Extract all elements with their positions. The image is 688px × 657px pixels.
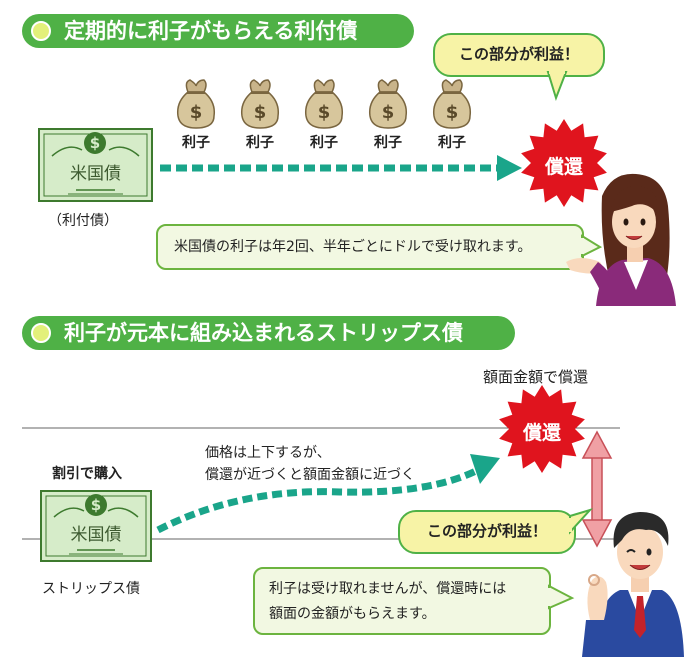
starburst-shape (521, 119, 607, 207)
explanation-1: 米国債の利子は年2回、半年ごとにドルで受け取れます。 (156, 224, 584, 270)
svg-text:$: $ (382, 102, 395, 123)
timeline-arrow-1 (160, 155, 522, 181)
bond-certificate-1: $ 米国債 (38, 128, 153, 202)
money-bag-icon: $ (430, 78, 474, 130)
svg-text:$: $ (318, 102, 331, 123)
price-note-line2: 償還が近づくと額面金額に近づく (205, 467, 415, 483)
redemption-burst-2 (499, 385, 585, 473)
coupon-label: 利子 (182, 135, 210, 151)
section1-title-text: 定期的に利子がもらえる利付債 (64, 19, 358, 43)
bullet-icon (31, 323, 51, 343)
man-ok-illustration (582, 512, 684, 657)
bond-2-caption: ストリップス債 (42, 581, 140, 597)
coupon-label: 利子 (310, 135, 338, 151)
starburst-shape (499, 385, 585, 473)
explanation-2-line1: 利子は受け取れませんが、償還時には (269, 581, 507, 597)
explanation-2-line2: 額面の金額がもらえます。 (269, 606, 436, 622)
explanation-1-text: 米国債の利子は年2回、半年ごとにドルで受け取れます。 (174, 239, 532, 255)
profit-gap-arrow (581, 430, 613, 548)
dollar-icon: $ (84, 132, 106, 154)
section2-title: 利子が元本に組み込まれるストリップス債 (22, 316, 515, 350)
redemption-burst-1 (521, 119, 607, 207)
money-bag-icon: $ (366, 78, 410, 130)
profit-callout-2-tail (566, 508, 594, 535)
svg-text:$: $ (190, 102, 203, 123)
section1-title: 定期的に利子がもらえる利付債 (22, 14, 414, 48)
profit-callout-2-text: この部分が利益！ (426, 522, 547, 540)
profit-callout-1-tail (546, 69, 568, 102)
redemption-2-label: 償還 (522, 422, 561, 444)
purchase-label: 割引で購入 (52, 466, 122, 482)
face-value-label: 額面金額で償還 (483, 368, 589, 386)
price-path-arrow (156, 454, 500, 534)
profit-callout-1-text: この部分が利益！ (458, 45, 579, 63)
dollar-icon: $ (85, 494, 107, 516)
svg-text:$: $ (254, 102, 267, 123)
bond-1-caption: （利付債） (48, 213, 118, 229)
money-bag-icon: $ (238, 78, 282, 130)
money-bag-icon: $ (174, 78, 218, 130)
money-bag-icon: $ (302, 78, 346, 130)
coupon-label: 利子 (438, 135, 466, 151)
woman-presenter-illustration (566, 173, 676, 306)
section2-title-text: 利子が元本に組み込まれるストリップス債 (64, 321, 463, 345)
coupon-label: 利子 (374, 135, 402, 151)
profit-callout-1: この部分が利益！ (433, 33, 605, 77)
price-note-line1: 価格は上下するが、 (205, 445, 331, 461)
explanation-2-tail (546, 584, 575, 610)
bond-certificate-2: $ 米国債 (40, 490, 152, 562)
bullet-icon (31, 21, 51, 41)
bond-2-name: 米国債 (70, 525, 122, 545)
redemption-1-label: 償還 (544, 156, 583, 178)
bond-1-name: 米国債 (70, 164, 121, 184)
profit-callout-2: この部分が利益！ (398, 510, 576, 554)
explanation-1-tail (579, 234, 603, 258)
coupon-label: 利子 (246, 135, 274, 151)
explanation-2: 利子は受け取れませんが、償還時には 額面の金額がもらえます。 (253, 567, 551, 635)
svg-text:$: $ (446, 102, 459, 123)
